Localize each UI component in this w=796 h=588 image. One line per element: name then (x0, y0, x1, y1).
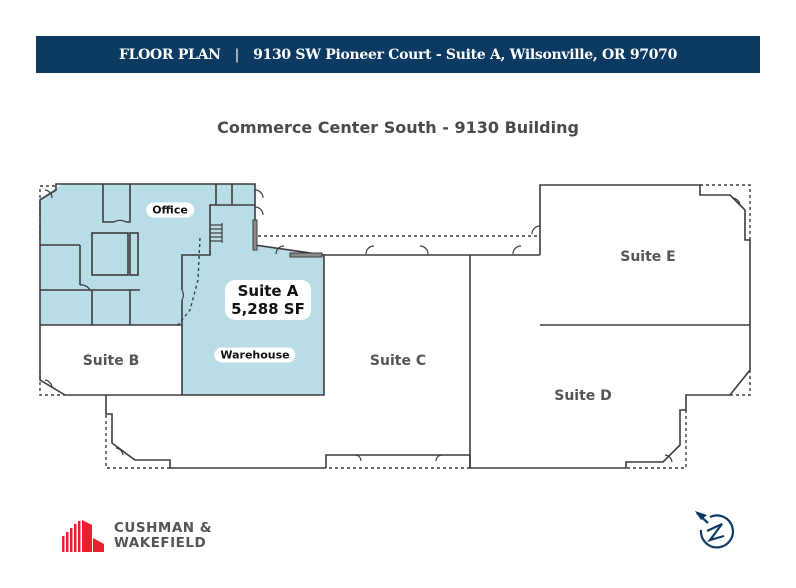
suite-a-area-value: 5,288 SF (231, 300, 305, 318)
suite-d-label: Suite D (554, 388, 612, 404)
warehouse-label: Warehouse (214, 347, 296, 363)
header-separator: | (234, 46, 240, 63)
north-arrow-icon (695, 511, 735, 549)
suite-a-label: Suite A 5,288 SF (225, 280, 311, 320)
header-banner: FLOOR PLAN | 9130 SW Pioneer Court - Sui… (36, 36, 760, 73)
windows (252, 219, 323, 258)
walls (39, 183, 751, 469)
cushman-wakefield-logo: CUSHMAN & WAKEFIELD (62, 520, 212, 552)
building-logo-icon (62, 520, 104, 552)
brand-line-2: WAKEFIELD (114, 535, 207, 551)
dashed-lines (39, 184, 751, 469)
header-label: FLOOR PLAN (118, 46, 221, 63)
suite-e-label: Suite E (620, 249, 676, 265)
suite-a-name: Suite A (237, 282, 299, 300)
suite-b-label: Suite B (82, 353, 140, 369)
suite-c-label: Suite C (369, 353, 427, 369)
header-address: 9130 SW Pioneer Court - Suite A, Wilsonv… (253, 46, 678, 63)
page-subtitle: Commerce Center South - 9130 Building (217, 118, 579, 137)
office-label: Office (146, 202, 194, 218)
brand-line-1: CUSHMAN & (114, 520, 213, 536)
doors (44, 189, 741, 463)
